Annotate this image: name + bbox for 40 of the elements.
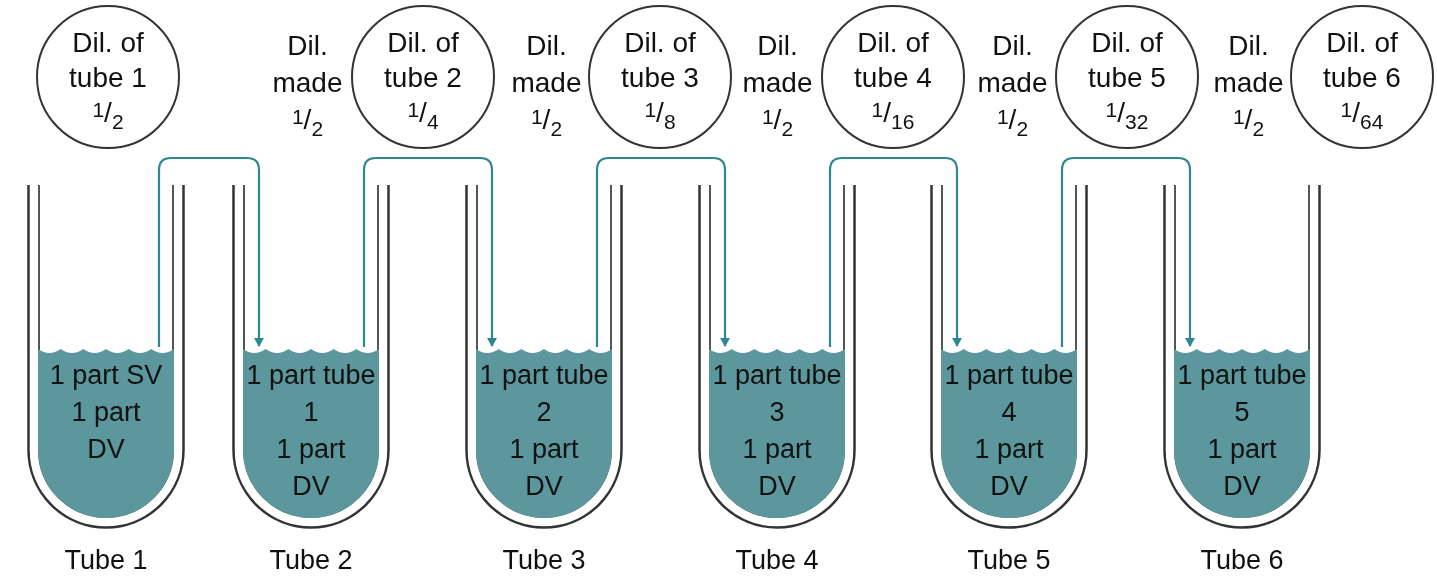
dilution-text: Dil. of tube 3 — [620, 25, 700, 95]
tube-label: Tube 5 — [967, 544, 1051, 576]
dilution-text: Dil. of tube 4 — [853, 25, 933, 95]
liquid-contents-text: 1 part DV — [1206, 433, 1278, 503]
dilution-made-text: Dil. made $^{1}$/$_{2}$ — [510, 29, 583, 138]
liquid-contents-text: 1 part tube 1 — [245, 359, 377, 429]
transfer-arrow — [362, 156, 497, 347]
dilution-text: Dil. of tube 5 — [1087, 25, 1167, 95]
liquid-contents-text: 1 part DV — [741, 433, 813, 503]
tube-label: Tube 1 — [64, 544, 148, 576]
dilution-text: Dil. of tube 2 — [383, 25, 463, 95]
dilution-made-text: Dil. made $^{1}$/$_{2}$ — [1212, 29, 1285, 138]
tube-label: Tube 6 — [1200, 544, 1284, 576]
transfer-arrow — [1060, 156, 1195, 347]
dilution-text: Dil. of tube 1 — [68, 25, 148, 95]
liquid-contents-text: 1 part DV — [973, 433, 1045, 503]
dilution-text: $^{1}$/$_{64}$ — [1340, 95, 1384, 130]
tube-label: Tube 3 — [502, 544, 586, 576]
tube-label: Tube 4 — [735, 544, 819, 576]
dilution-made-text: Dil. made $^{1}$/$_{2}$ — [976, 29, 1049, 138]
dilution-text: Dil. of tube 6 — [1322, 25, 1402, 95]
dilution-text: $^{1}$/$_{2}$ — [92, 95, 124, 130]
liquid-contents-text: 1 part SV — [49, 359, 163, 392]
dilution-text: $^{1}$/$_{8}$ — [644, 95, 676, 130]
liquid-contents-text: 1 part DV — [70, 396, 142, 466]
transfer-arrow — [157, 156, 264, 347]
liquid-contents-text: 1 part DV — [508, 433, 580, 503]
liquid-contents-text: 1 part tube 3 — [711, 359, 843, 429]
dilution-made-text: Dil. made $^{1}$/$_{2}$ — [271, 29, 344, 138]
tube-label: Tube 2 — [269, 544, 353, 576]
dilution-text: $^{1}$/$_{16}$ — [871, 95, 915, 130]
dilution-text: $^{1}$/$_{32}$ — [1105, 95, 1149, 130]
transfer-arrow — [828, 156, 962, 347]
liquid-contents-text: 1 part tube 4 — [943, 359, 1075, 429]
dilution-made-text: Dil. made $^{1}$/$_{2}$ — [741, 29, 814, 138]
transfer-arrow — [595, 156, 730, 347]
liquid-contents-text: 1 part tube 2 — [478, 359, 610, 429]
dilution-text: $^{1}$/$_{4}$ — [407, 95, 439, 130]
liquid-contents-text: 1 part tube 5 — [1176, 359, 1308, 429]
liquid-contents-text: 1 part DV — [275, 433, 347, 503]
